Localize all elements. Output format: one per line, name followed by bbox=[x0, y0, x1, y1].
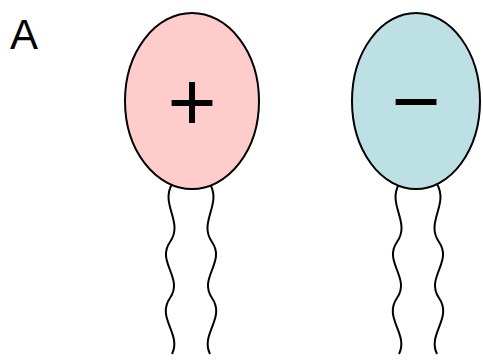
cell-body: + bbox=[124, 12, 260, 190]
flagellum bbox=[207, 184, 216, 354]
flagellum bbox=[166, 184, 175, 354]
flagellum bbox=[434, 184, 443, 354]
charge-sign: − bbox=[391, 59, 440, 143]
charge-sign: + bbox=[167, 59, 216, 143]
cell-body: − bbox=[351, 12, 481, 190]
flagellum bbox=[393, 184, 402, 354]
panel-letter: A bbox=[10, 14, 38, 56]
